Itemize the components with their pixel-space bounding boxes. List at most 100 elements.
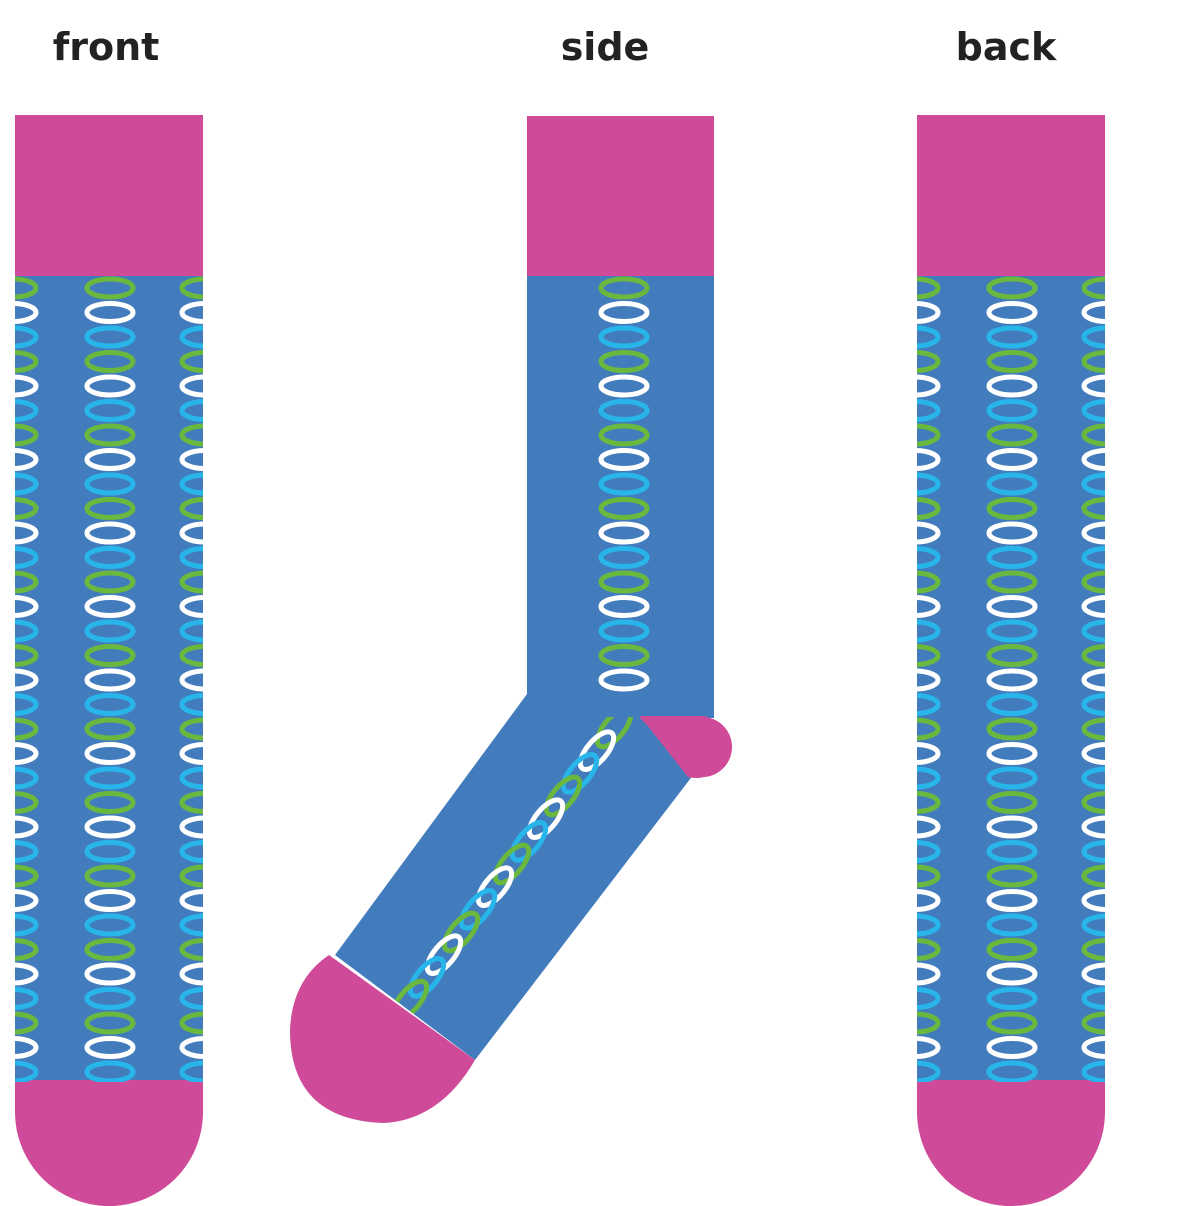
back-left-ring xyxy=(917,1036,941,1059)
front-center-ring xyxy=(84,889,136,912)
side-foot-ring xyxy=(492,842,532,886)
back-right-ring xyxy=(1081,938,1105,961)
back-left-ring xyxy=(917,276,941,300)
front-left-ring xyxy=(15,962,39,986)
front-center-ring xyxy=(84,791,136,814)
back-left-ring xyxy=(917,399,941,422)
front-left-ring xyxy=(15,668,39,692)
back-left-ring xyxy=(917,766,941,790)
front-center-ring xyxy=(84,472,136,496)
front-right-ring xyxy=(179,276,203,300)
side-foot-ring xyxy=(526,797,566,840)
side-leg-ring xyxy=(598,497,650,520)
back-left-ring xyxy=(917,546,941,569)
front-right-ring xyxy=(179,693,203,716)
back-right-ring xyxy=(1081,301,1105,324)
front-right-ring xyxy=(179,791,203,814)
back-left-ring xyxy=(917,448,941,471)
front-center-ring xyxy=(84,374,136,398)
front-right-ring xyxy=(179,864,203,888)
side-leg-ring xyxy=(598,546,650,569)
side-sock xyxy=(290,116,733,1123)
back-center-ring xyxy=(986,325,1038,349)
front-center-ring xyxy=(84,864,136,888)
side-leg-ring xyxy=(598,423,650,447)
back-ring-pattern xyxy=(917,276,1105,1082)
front-center-ring xyxy=(84,742,136,765)
back-center-ring xyxy=(986,276,1038,300)
front-sock xyxy=(15,115,203,1206)
side-foot-ring xyxy=(458,888,498,931)
front-center-ring xyxy=(84,913,136,937)
front-left-ring xyxy=(15,864,39,888)
back-right-ring xyxy=(1081,644,1105,667)
front-center-ring xyxy=(84,1011,136,1035)
back-left-ring xyxy=(917,742,941,765)
back-right-ring xyxy=(1081,1060,1105,1082)
front-left-ring xyxy=(15,1060,39,1082)
front-right-ring xyxy=(179,1036,203,1059)
front-right-ring xyxy=(179,938,203,961)
back-right-ring xyxy=(1081,864,1105,888)
back-center-ring xyxy=(986,791,1038,814)
front-left-ring xyxy=(15,791,39,814)
side-leg-ring xyxy=(598,521,650,545)
side-cuff xyxy=(527,116,714,277)
front-right-ring xyxy=(179,423,203,447)
back-body xyxy=(917,276,1105,1082)
front-right-ring xyxy=(179,913,203,937)
front-center-ring xyxy=(84,717,136,741)
back-center-ring xyxy=(986,570,1038,594)
side-foot-ring xyxy=(560,752,600,795)
back-sock xyxy=(917,115,1105,1206)
back-left-ring xyxy=(917,570,941,594)
front-right-ring xyxy=(179,374,203,398)
side-heel-round xyxy=(640,716,728,779)
back-center-ring xyxy=(986,619,1038,643)
front-center-ring xyxy=(84,350,136,373)
front-left-ring xyxy=(15,619,39,643)
front-left-ring xyxy=(15,423,39,447)
front-left-ring xyxy=(15,987,39,1010)
front-left-ring xyxy=(15,913,39,937)
front-center-ring xyxy=(84,423,136,447)
back-center-ring xyxy=(986,1011,1038,1035)
front-right-ring xyxy=(179,840,203,863)
back-center-ring xyxy=(986,938,1038,961)
back-left-ring xyxy=(917,301,941,324)
back-view-label: back xyxy=(955,25,1057,69)
front-center-ring xyxy=(84,962,136,986)
back-center-ring xyxy=(986,1060,1038,1082)
side-foot-ring xyxy=(543,774,583,818)
back-right-ring xyxy=(1081,399,1105,422)
front-ring-pattern xyxy=(15,276,203,1082)
front-center-ring xyxy=(84,938,136,961)
back-left-ring xyxy=(917,1060,941,1082)
front-center-ring xyxy=(84,766,136,790)
back-left-ring xyxy=(917,668,941,692)
back-right-ring xyxy=(1081,276,1105,300)
back-left-ring xyxy=(917,889,941,912)
front-left-ring xyxy=(15,644,39,667)
front-center-ring xyxy=(84,668,136,692)
back-right-ring xyxy=(1081,766,1105,790)
back-left-ring xyxy=(917,619,941,643)
back-right-ring xyxy=(1081,350,1105,373)
back-center-ring xyxy=(986,693,1038,716)
front-right-ring xyxy=(179,987,203,1010)
front-left-ring xyxy=(15,595,39,618)
front-left-ring xyxy=(15,717,39,741)
front-left-ring xyxy=(15,938,39,961)
side-foot-ring xyxy=(577,729,617,772)
back-left-ring xyxy=(917,595,941,618)
front-right-ring xyxy=(179,619,203,643)
side-leg-ring xyxy=(598,619,650,643)
front-right-ring xyxy=(179,325,203,349)
front-center-ring xyxy=(84,497,136,520)
front-center-ring xyxy=(84,521,136,545)
back-right-ring xyxy=(1081,570,1105,594)
front-left-ring xyxy=(15,374,39,398)
back-left-ring xyxy=(917,1011,941,1035)
side-leg-ring xyxy=(598,570,650,594)
front-right-ring xyxy=(179,668,203,692)
